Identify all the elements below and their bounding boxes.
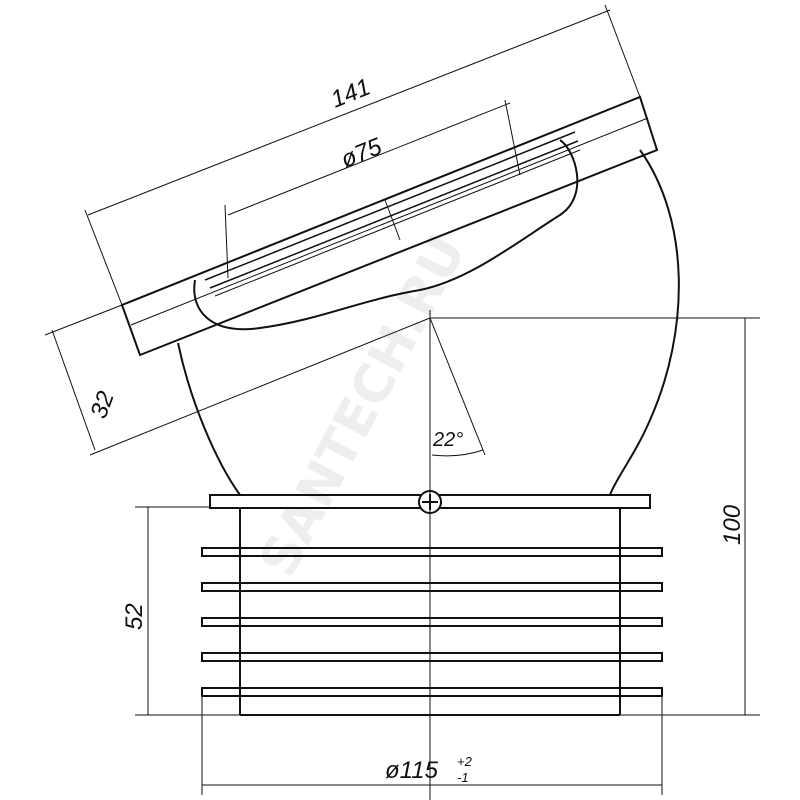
dim-52: 52	[121, 603, 148, 630]
body-left	[177, 342, 241, 496]
dim-angle: 22°	[432, 429, 463, 451]
tolerance-upper: +2	[457, 754, 473, 769]
flange	[120, 95, 659, 357]
cutaway	[193, 139, 579, 331]
dim-100: 100	[719, 504, 746, 545]
base-fins	[201, 547, 663, 697]
tolerance-lower: -1	[457, 770, 469, 785]
outline	[120, 95, 680, 716]
dim-75: ø75	[337, 133, 386, 174]
dim-141: 141	[327, 74, 374, 114]
dim-115: ø115	[385, 757, 439, 784]
watermark: SANTECH.RU	[249, 226, 478, 586]
dimension-lines	[44, 4, 760, 800]
dim-32: 32	[85, 388, 120, 422]
body-right	[609, 149, 680, 496]
